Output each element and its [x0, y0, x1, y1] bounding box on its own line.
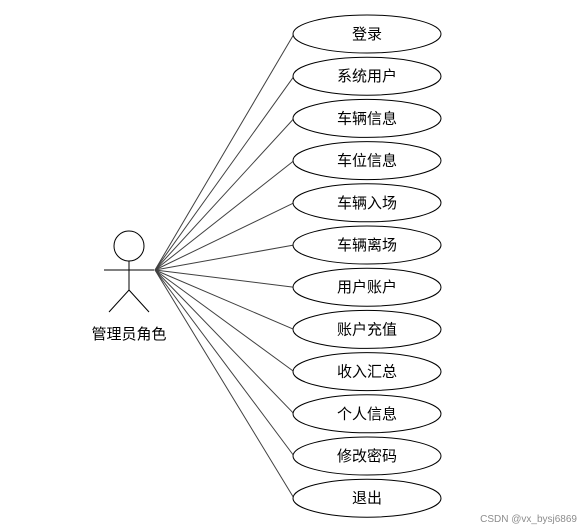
association-line — [154, 269, 295, 457]
use-case: 车辆离场 — [292, 225, 442, 265]
use-case: 车辆信息 — [292, 98, 442, 138]
use-case: 收入汇总 — [292, 352, 442, 392]
use-case-ellipse — [292, 394, 442, 434]
use-case: 用户账户 — [292, 267, 442, 307]
use-case-label: 账户充值 — [337, 320, 397, 338]
use-case-label: 系统用户 — [337, 67, 397, 85]
use-case: 退出 — [292, 478, 442, 518]
use-case-ellipse — [292, 141, 442, 181]
use-case: 修改密码 — [292, 436, 442, 476]
use-case-ellipse — [292, 98, 442, 138]
use-case-ellipse — [292, 183, 442, 223]
use-case: 登录 — [292, 14, 442, 54]
use-case-ellipse — [292, 478, 442, 518]
use-case: 车位信息 — [292, 141, 442, 181]
association-line — [154, 269, 295, 415]
use-case: 个人信息 — [292, 394, 442, 434]
association-line — [154, 244, 295, 271]
use-case: 车辆入场 — [292, 183, 442, 223]
use-case-ellipse — [292, 225, 442, 265]
use-case-ellipse — [292, 14, 442, 54]
use-case-label: 车辆信息 — [337, 109, 397, 127]
use-case-label: 登录 — [352, 25, 382, 43]
association-line — [154, 202, 295, 271]
association-line — [154, 33, 295, 271]
use-case-ellipse — [292, 309, 442, 349]
use-case-label: 个人信息 — [337, 405, 397, 423]
association-line — [154, 269, 295, 330]
use-case: 系统用户 — [292, 56, 442, 96]
use-case-label: 修改密码 — [337, 447, 397, 465]
use-case-label: 车位信息 — [337, 152, 397, 170]
use-case-label: 收入汇总 — [337, 363, 397, 381]
actor-right-leg — [128, 289, 150, 313]
actor-name: 管理员角色 — [91, 325, 166, 343]
association-line — [154, 160, 295, 271]
association-line — [154, 269, 295, 373]
actor-figure — [104, 230, 154, 313]
use-case: 账户充值 — [292, 309, 442, 349]
watermark: CSDN @vx_bysj6869 — [480, 514, 577, 525]
association-lines — [154, 33, 295, 499]
association-line — [154, 118, 295, 271]
use-case-ellipse — [292, 352, 442, 392]
actor-left-leg — [108, 289, 130, 313]
use-case-ellipse — [292, 56, 442, 96]
use-case-label: 车辆入场 — [337, 194, 397, 212]
use-case-label: 用户账户 — [337, 278, 397, 296]
association-line — [154, 75, 295, 271]
use-case-list: 登录系统用户车辆信息车位信息车辆入场车辆离场用户账户账户充值收入汇总个人信息修改… — [292, 14, 442, 518]
association-line — [154, 269, 295, 288]
association-line — [154, 269, 295, 499]
use-case-label: 车辆离场 — [337, 236, 397, 254]
use-case-label: 退出 — [352, 489, 382, 507]
use-case-ellipse — [292, 267, 442, 307]
actor-head — [113, 230, 145, 262]
use-case-ellipse — [292, 436, 442, 476]
